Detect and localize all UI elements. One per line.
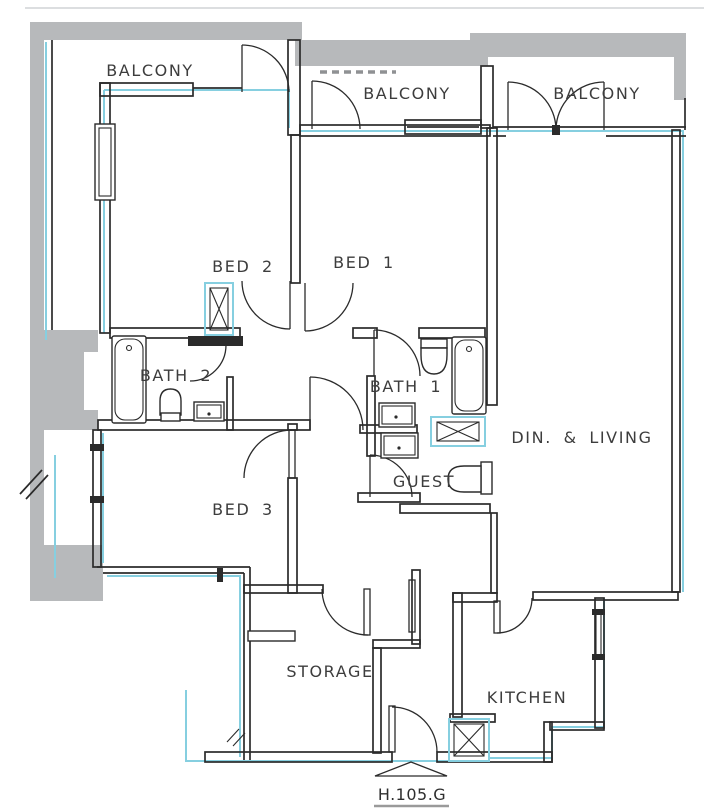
balcony-left-door [241, 44, 290, 93]
doors [189, 44, 605, 753]
room-labels: BALCONY BALCONY BALCONY BED 2 BED 1 BATH… [106, 61, 652, 707]
bed3-door [243, 429, 296, 479]
bathtub-icon [451, 336, 487, 415]
toilet-icon [420, 338, 448, 375]
toilet-icon [159, 388, 182, 422]
bath2-door [189, 344, 227, 382]
interior-walls [19, 39, 686, 763]
duct-shaft-icon [204, 282, 234, 336]
unit-number: H.105.G [378, 785, 446, 804]
bed1-door [304, 282, 354, 332]
entrance-door [388, 705, 438, 753]
room-label-kitchen: KITCHEN [487, 688, 568, 707]
exterior-walls [30, 22, 686, 601]
bed2-door [241, 280, 291, 330]
room-label-storage: STORAGE [286, 662, 373, 681]
storage-door [321, 588, 371, 636]
guest-door [369, 454, 413, 498]
sink-icon [380, 432, 419, 459]
balcony-mid-door [311, 80, 361, 130]
sink-icon [378, 402, 416, 428]
room-label-bath1: BATH 1 [370, 377, 442, 396]
room-label-bed1: BED 1 [333, 253, 395, 272]
shelf-icon [247, 630, 296, 642]
room-label-bed3: BED 3 [212, 500, 274, 519]
bath1-door [373, 329, 421, 377]
fixtures [94, 123, 602, 762]
room-label-balcony-left: BALCONY [106, 61, 194, 80]
room-label-guest: GUEST [393, 472, 455, 491]
balcony-right-double-door [507, 81, 605, 131]
room-label-balcony-right: BALCONY [553, 84, 641, 103]
kitchen-door [493, 597, 533, 634]
kitchen-window [595, 615, 602, 654]
hall-door [309, 376, 364, 431]
duct-shaft-icon [448, 718, 490, 762]
sink-icon [193, 401, 225, 422]
duct-shaft-icon [430, 416, 486, 447]
entrance-marker: H.105.G [374, 761, 449, 808]
room-label-bed2: BED 2 [212, 257, 274, 276]
bathtub-icon [111, 335, 147, 424]
room-label-bath2: BATH 2 [140, 366, 212, 385]
room-label-din-living: DIN. & LIVING [511, 428, 652, 447]
room-label-balcony-mid: BALCONY [363, 84, 451, 103]
storage-east-door-leaf [408, 579, 416, 633]
toilet-icon [447, 461, 493, 495]
entrance-triangle-icon [374, 761, 448, 777]
bed2-window [94, 123, 116, 201]
